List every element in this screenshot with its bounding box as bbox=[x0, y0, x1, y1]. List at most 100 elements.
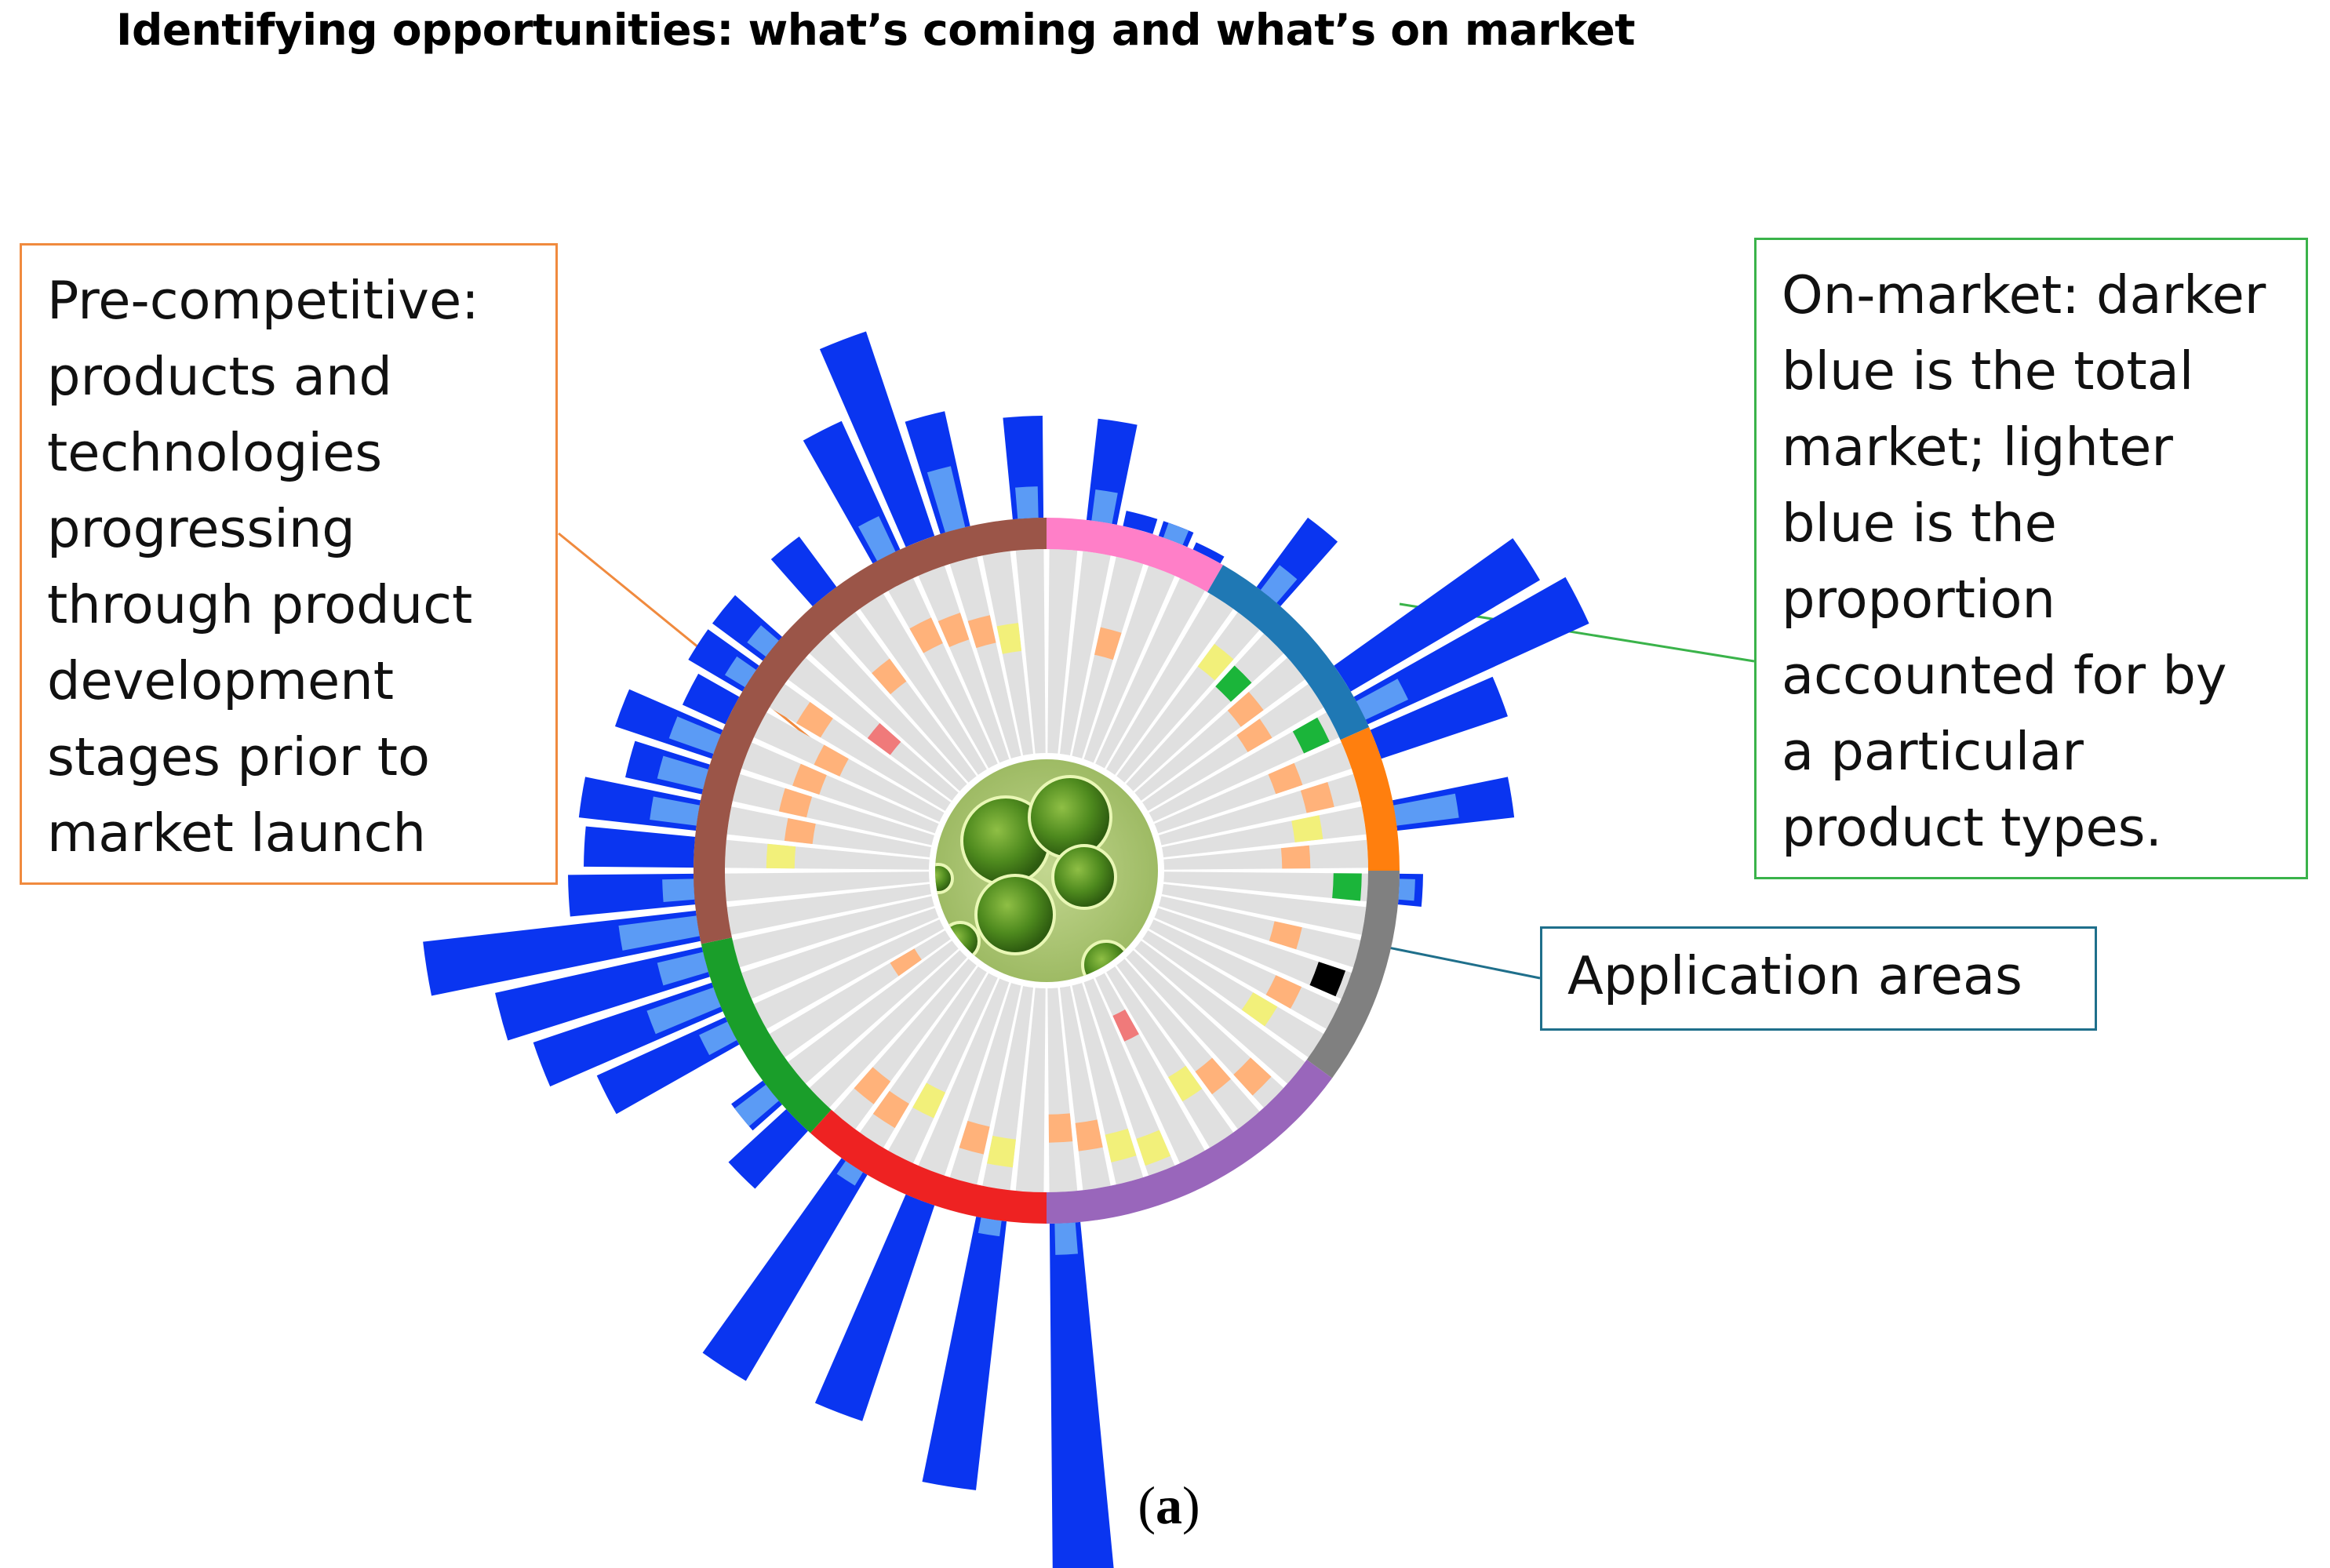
product-share-bar bbox=[1260, 565, 1298, 603]
pipeline-stage-mark bbox=[1048, 1113, 1073, 1143]
pipeline-stage-mark bbox=[778, 788, 813, 818]
algae-cell bbox=[1051, 844, 1117, 910]
center-border bbox=[929, 753, 1164, 988]
callout-line: Application areas bbox=[1567, 945, 2022, 1006]
segment-background bbox=[859, 593, 988, 777]
caption-paren-close: ) bbox=[1182, 1475, 1200, 1535]
callout-line: accounted for by bbox=[1782, 645, 2227, 706]
pipeline-stage-mark bbox=[890, 948, 922, 977]
pipeline-stage-mark bbox=[795, 701, 833, 738]
pipeline-stage-mark bbox=[854, 1067, 891, 1104]
segment-background bbox=[726, 806, 933, 858]
segment-background bbox=[1141, 930, 1324, 1058]
segment-background bbox=[1124, 633, 1284, 793]
pipeline-stage-mark bbox=[1112, 1009, 1139, 1042]
callout-line: technologies bbox=[47, 422, 383, 483]
product-share-bar bbox=[657, 951, 708, 986]
product-share-bar bbox=[657, 755, 708, 790]
segment-background bbox=[1072, 556, 1144, 760]
pre-competitive-callout: Pre-competitive: products and technologi… bbox=[20, 243, 558, 885]
total-market-bar bbox=[1370, 676, 1508, 759]
product-share-bar bbox=[724, 656, 756, 688]
total-market-bar bbox=[814, 1194, 935, 1421]
callout-line: product types. bbox=[1782, 797, 2162, 858]
total-market-bar bbox=[922, 1216, 1007, 1490]
segment-background bbox=[1141, 683, 1324, 812]
segment-background bbox=[1105, 593, 1234, 777]
pipeline-stage-mark bbox=[959, 1120, 990, 1155]
product-share-bar bbox=[699, 1021, 737, 1056]
pipeline-stage-mark bbox=[967, 615, 996, 649]
pipeline-stage-mark bbox=[1300, 782, 1334, 813]
segment-background bbox=[1162, 839, 1368, 870]
total-market-bar bbox=[728, 1109, 808, 1189]
total-market-bar bbox=[770, 536, 837, 606]
pipeline-stage-mark bbox=[1094, 627, 1122, 660]
segment-background bbox=[1047, 549, 1078, 755]
total-market-bar bbox=[1353, 577, 1589, 725]
caption-paren-open: ( bbox=[1138, 1475, 1156, 1535]
segment-background bbox=[918, 977, 1010, 1176]
segment-background bbox=[1152, 742, 1352, 835]
product-share-bar bbox=[978, 1217, 1002, 1237]
algae-cell bbox=[974, 874, 1056, 955]
pipeline-stage-mark bbox=[792, 763, 827, 795]
segment-background-layer bbox=[725, 549, 1368, 1192]
pipeline-stage-mark bbox=[872, 1090, 909, 1129]
pipeline-stage-mark bbox=[872, 658, 907, 695]
segment-background bbox=[949, 556, 1021, 760]
pipeline-stage-mark bbox=[1292, 717, 1330, 754]
callout-line: proportion bbox=[1782, 569, 2056, 630]
callout-line: Pre-competitive: bbox=[47, 270, 479, 331]
product-share-bar bbox=[1398, 879, 1415, 901]
callout-line: development bbox=[47, 650, 394, 711]
pipeline-stage-mark bbox=[1280, 845, 1311, 869]
segment-background bbox=[1133, 940, 1305, 1084]
application-area-arc bbox=[701, 937, 832, 1133]
segment-background bbox=[1147, 712, 1340, 823]
pipeline-stage-mark bbox=[867, 722, 901, 755]
on-market-callout: On-market: darker blue is the total mark… bbox=[1754, 238, 2308, 879]
pipeline-stage-mark bbox=[1291, 815, 1323, 842]
segment-background bbox=[1015, 986, 1046, 1192]
total-market-bar bbox=[682, 673, 740, 725]
market-bar-layer bbox=[423, 331, 1589, 1568]
pipeline-stage-mark bbox=[1197, 643, 1234, 681]
application-area-arc bbox=[1306, 871, 1400, 1079]
segment-background bbox=[1105, 965, 1234, 1148]
callout-line: blue is the bbox=[1782, 493, 2057, 554]
pipeline-stage-layer bbox=[766, 613, 1362, 1168]
callout-line: blue is the total bbox=[1782, 340, 2194, 402]
application-area-arc bbox=[1207, 565, 1370, 740]
application-area-arc bbox=[1340, 726, 1400, 871]
callout-line: market; lighter bbox=[1782, 417, 2173, 478]
pipeline-stage-mark bbox=[1136, 1130, 1171, 1166]
callout-line: market launch bbox=[47, 802, 426, 864]
total-market-bar bbox=[584, 826, 696, 868]
segment-background bbox=[753, 712, 946, 823]
product-share-bar bbox=[1163, 522, 1189, 545]
segment-background bbox=[1059, 551, 1111, 757]
segment-background bbox=[726, 883, 933, 935]
segment-background bbox=[1160, 883, 1367, 935]
pipeline-stage-mark bbox=[987, 1135, 1016, 1168]
application-areas-leader-line bbox=[1364, 941, 1541, 980]
product-share-bar bbox=[646, 987, 721, 1035]
segment-background bbox=[1015, 549, 1046, 755]
segment-background bbox=[888, 971, 999, 1164]
segment-background bbox=[753, 919, 946, 1029]
pipeline-stage-mark bbox=[1227, 691, 1264, 727]
application-area-arc bbox=[1047, 518, 1223, 592]
pipeline-stage-mark bbox=[1236, 719, 1272, 752]
segment-background bbox=[732, 896, 936, 968]
product-share-bar bbox=[747, 625, 779, 657]
product-share-bar bbox=[668, 716, 721, 755]
total-market-bar bbox=[1192, 542, 1225, 564]
pipeline-stage-mark bbox=[1268, 762, 1303, 795]
product-share-bar bbox=[734, 1084, 779, 1126]
segment-background bbox=[833, 612, 978, 784]
total-market-bar bbox=[1334, 538, 1540, 692]
pipeline-stage-mark bbox=[1241, 992, 1278, 1027]
product-share-bar bbox=[1054, 1222, 1078, 1255]
